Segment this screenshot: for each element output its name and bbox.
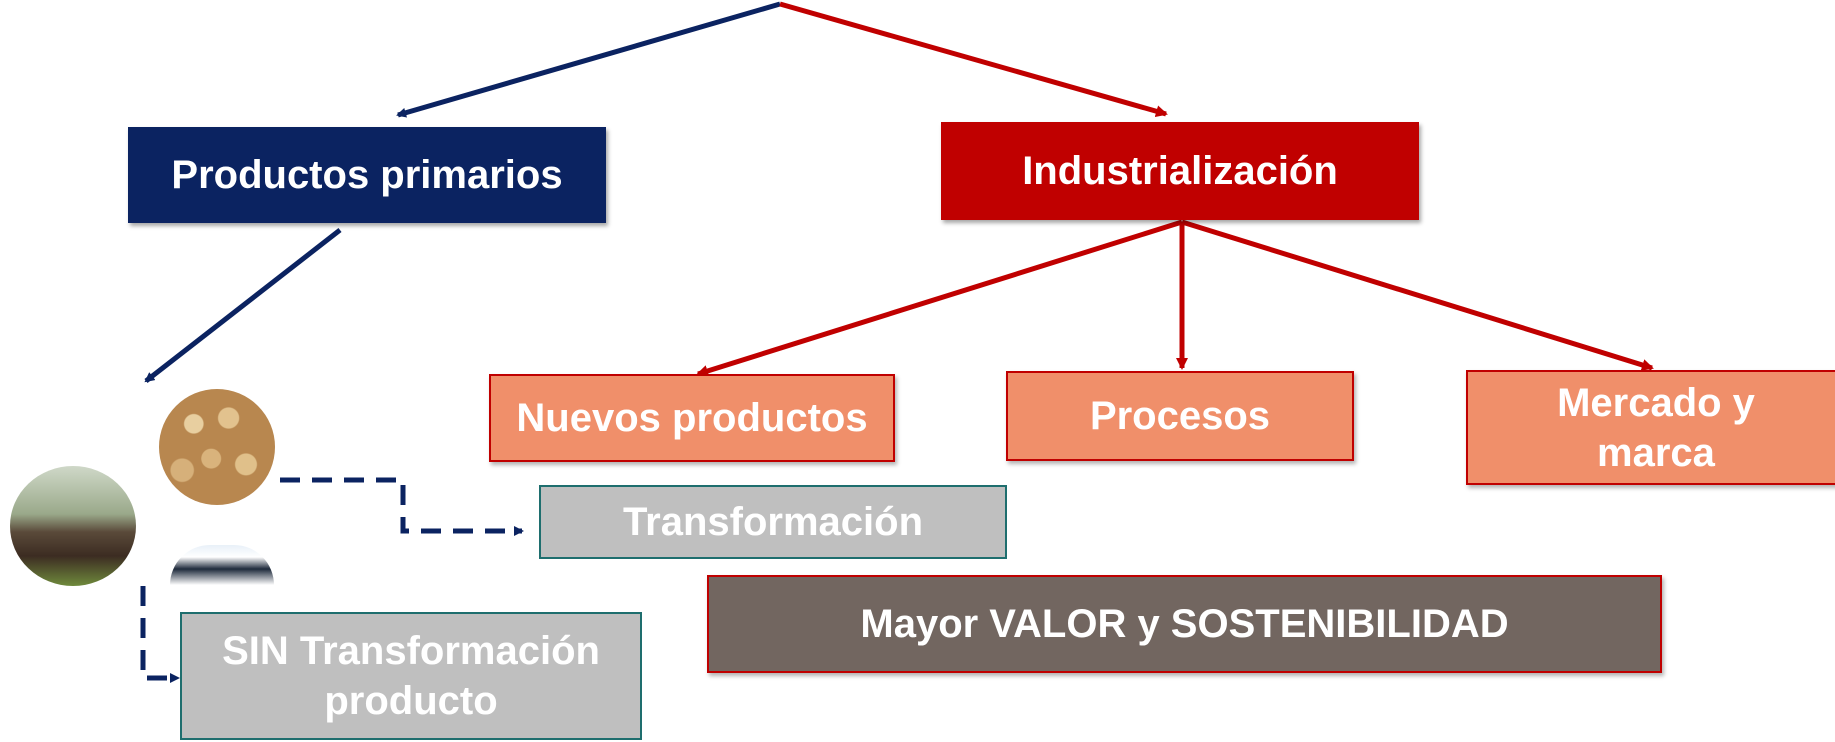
transformacion-box: Transformación (539, 485, 1007, 559)
soybeans-photo (159, 389, 275, 505)
nuevos-productos-label: Nuevos productos (516, 396, 868, 440)
industrializacion-box: Industrialización (941, 122, 1419, 220)
transformacion-label: Transformación (622, 500, 924, 544)
sin-transformacion-box: SIN Transformación producto (180, 612, 642, 740)
dashed-arrow-to-transformacion (280, 477, 524, 536)
dairy-cow-photo (170, 545, 274, 585)
productos-primarios-box: Productos primarios (128, 127, 606, 223)
productos-primarios-label: Productos primarios (171, 153, 563, 197)
mercado-label-line2: marca (1597, 430, 1715, 475)
dashed-arrow-to-sin (140, 586, 180, 683)
sin-label-line1: SIN Transformación (222, 629, 600, 673)
nuevos-productos-box: Nuevos productos (489, 374, 895, 462)
arrow-to-photos (144, 228, 342, 383)
mayor-valor-box: Mayor VALOR y SOSTENIBILIDAD (707, 575, 1662, 673)
cattle-photo (10, 466, 136, 586)
mercado-label-line1: Mercado y (1557, 380, 1755, 425)
procesos-label: Procesos (1089, 394, 1271, 438)
arrow-to-industrializacion (779, 1, 1168, 118)
arrow-to-primarios (396, 1, 781, 118)
procesos-box: Procesos (1006, 371, 1354, 461)
arrow-to-mercado (1181, 219, 1654, 371)
mayor-valor-label: Mayor VALOR y SOSTENIBILIDAD (860, 602, 1509, 646)
sin-label-line2: producto (324, 679, 498, 723)
arrow-to-nuevos (696, 219, 1183, 377)
industrializacion-label: Industrialización (1022, 149, 1338, 193)
mercado-marca-box: Mercado y marca (1466, 370, 1835, 485)
